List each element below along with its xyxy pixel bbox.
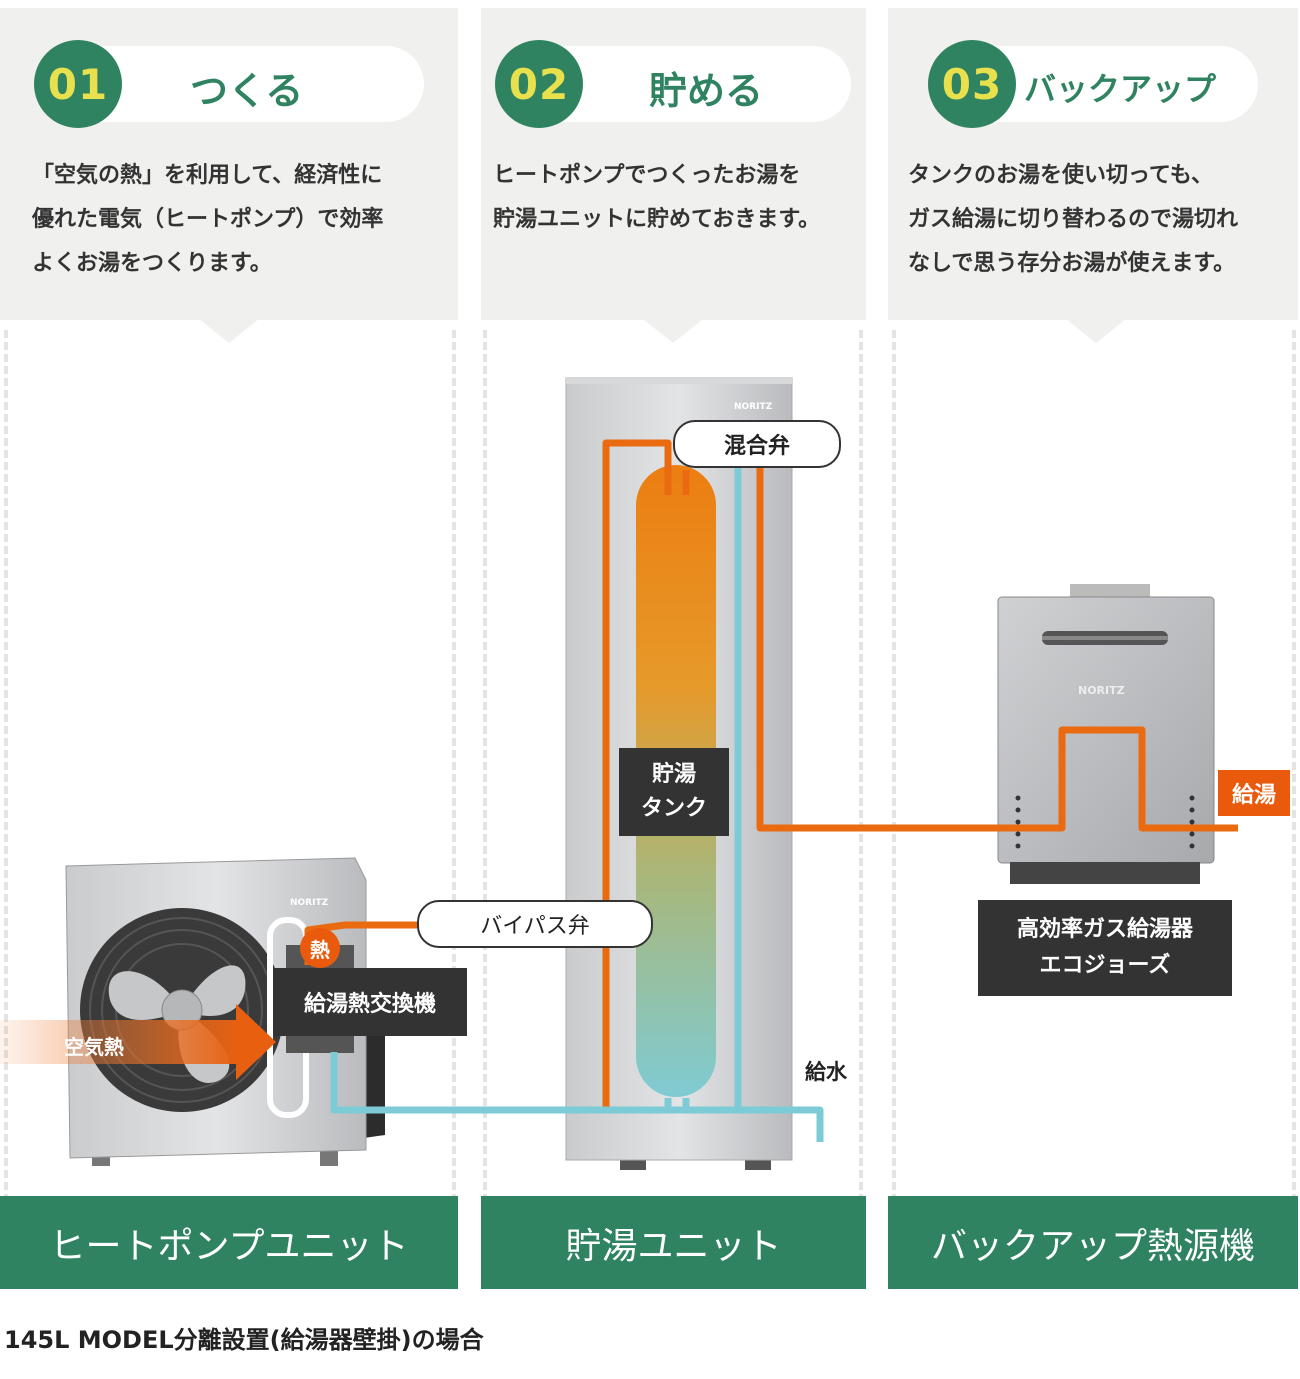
mixing-valve-label: 混合弁 — [673, 420, 841, 468]
heat-badge: 熱 — [300, 928, 340, 968]
bypass-valve-label: バイパス弁 — [417, 900, 653, 948]
unit-label-storage: 貯湯ユニット — [481, 1196, 866, 1289]
step-title-3: バックアップ — [1024, 70, 1217, 108]
step-number-2: 02 — [495, 40, 583, 128]
step-title-1: つくる — [190, 69, 304, 113]
unit-label-backup-heater: バックアップ熱源機 — [888, 1196, 1298, 1289]
step-description-3: タンクのお湯を使い切っても、 ガス給湯に切り替わるので湯切れ なしで思う存分お湯… — [908, 163, 1239, 276]
step-number-1: 01 — [34, 40, 122, 128]
air-heat-label: 空気熱 — [64, 1035, 124, 1059]
brand-logo-heat-pump: NORITZ — [290, 898, 329, 908]
unit-label-heat-pump: ヒートポンプユニット — [0, 1196, 458, 1289]
storage-tank-label: 貯湯 タンク — [619, 748, 729, 836]
step-number-3: 03 — [928, 40, 1016, 128]
brand-logo-storage: NORITZ — [734, 402, 773, 412]
gas-water-heater — [997, 584, 1215, 884]
step-column-2: 02 貯める ヒートポンプでつくったお湯を 貯湯ユニットに貯めておきます。 — [481, 8, 866, 1298]
step-column-1: 01 つくる 「空気の熱」を利用して、経済性に 優れた電気（ヒートポンプ）で効率… — [0, 8, 458, 1298]
cold-water-pipe — [330, 468, 824, 1142]
water-supply-label: 給水 — [805, 1060, 847, 1084]
heat-exchanger-label: 給湯熱交換機 — [273, 968, 467, 1036]
step-description-1: 「空気の熱」を利用して、経済性に 優れた電気（ヒートポンプ）で効率 よくお湯をつ… — [32, 163, 384, 276]
air-heat-arrow — [0, 1020, 240, 1064]
step-column-3: 03 バックアップ タンクのお湯を使い切っても、 ガス給湯に切り替わるので湯切れ… — [888, 8, 1298, 1298]
brand-logo-gas-heater: NORITZ — [1078, 684, 1125, 697]
hot-water-supply-label: 給湯 — [1218, 770, 1290, 816]
step-description-2: ヒートポンプでつくったお湯を 貯湯ユニットに貯めておきます。 — [493, 163, 821, 232]
step-title-2: 貯める — [649, 69, 764, 113]
gas-heater-label: 高効率ガス給湯器 エコジョーズ — [978, 900, 1232, 996]
model-caption: 145L MODEL分離設置(給湯器壁掛)の場合 — [4, 1326, 484, 1354]
